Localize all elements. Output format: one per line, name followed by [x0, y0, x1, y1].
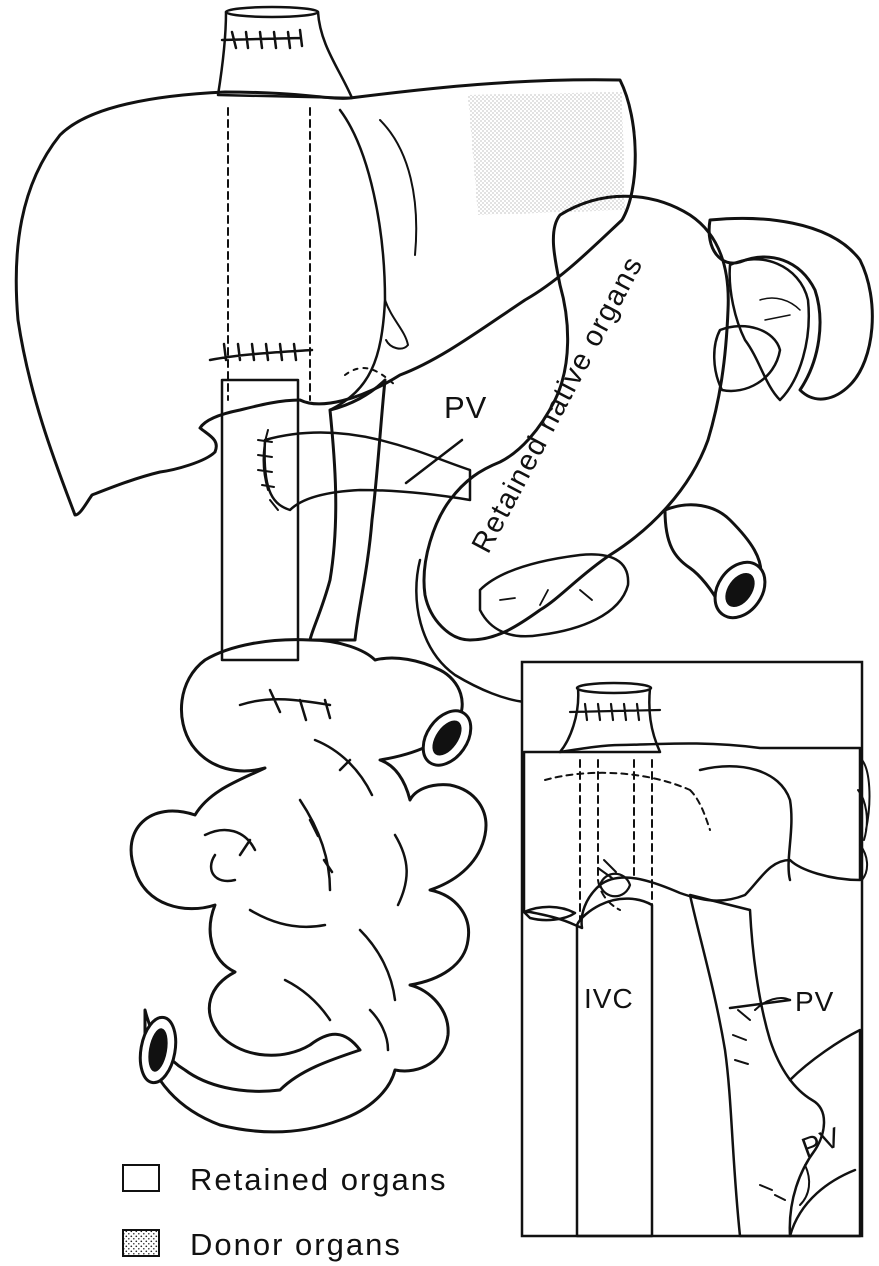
retained-native-stomach: Retained native organs — [424, 196, 872, 640]
ivc-label: IVC — [584, 983, 634, 1014]
suprahepatic-cava — [218, 7, 352, 98]
pv-main-label: PV — [444, 390, 487, 425]
legend: Retained organs Donor organs — [123, 1162, 448, 1262]
ivc-main — [222, 380, 298, 660]
retained-native-organs-label: Retained native organs — [466, 251, 650, 559]
legend-label-donor: Donor organs — [190, 1227, 402, 1262]
legend-label-retained: Retained organs — [190, 1162, 448, 1197]
pv-inset-upper-label: PV — [795, 986, 834, 1017]
legend-swatch-donor — [123, 1230, 159, 1256]
portal-vein-main — [258, 430, 470, 510]
donor-bowel-conduit — [310, 380, 385, 640]
pv-main-callout: PV — [406, 390, 487, 483]
donor-small-bowel — [131, 640, 486, 1132]
legend-swatch-retained — [123, 1165, 159, 1191]
inset-panel: IVC PV PV — [522, 662, 862, 1236]
